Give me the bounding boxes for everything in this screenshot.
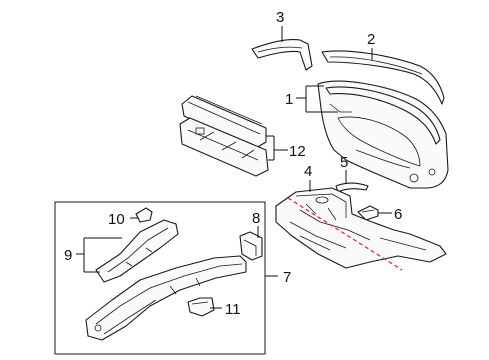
callout-6: 6 bbox=[394, 206, 402, 223]
part-7-group-box bbox=[54, 201, 266, 355]
callout-7: 7 bbox=[283, 269, 291, 286]
part-1-dash-panel bbox=[317, 80, 449, 189]
cut-line bbox=[287, 197, 403, 271]
callout-4: 4 bbox=[304, 163, 312, 180]
part-9-rail-upper bbox=[95, 219, 179, 283]
part-3-trim-strip bbox=[251, 39, 313, 71]
part-4-floor-pan bbox=[275, 187, 447, 269]
part-2-upper-panel bbox=[321, 50, 445, 105]
part-7-rear-rail bbox=[85, 255, 247, 341]
callout-12: 12 bbox=[289, 143, 306, 160]
callout-10: 10 bbox=[108, 211, 125, 228]
part-8-reinforcement bbox=[239, 231, 263, 261]
callout-1: 1 bbox=[285, 91, 293, 108]
callout-11: 11 bbox=[225, 301, 241, 318]
callout-5: 5 bbox=[340, 154, 348, 171]
callout-9: 9 bbox=[64, 247, 72, 264]
part-11-bracket bbox=[187, 297, 215, 317]
callout-labels: 3 2 1 12 4 5 6 10 8 9 7 11 bbox=[64, 9, 402, 318]
callout-2: 2 bbox=[367, 31, 375, 48]
callout-8: 8 bbox=[252, 210, 260, 227]
part-10-bracket bbox=[135, 207, 153, 223]
part-5-bracket bbox=[335, 182, 369, 193]
leader-lines bbox=[76, 26, 392, 309]
part-12-cowl-panel bbox=[179, 95, 269, 177]
callout-3: 3 bbox=[276, 9, 284, 26]
